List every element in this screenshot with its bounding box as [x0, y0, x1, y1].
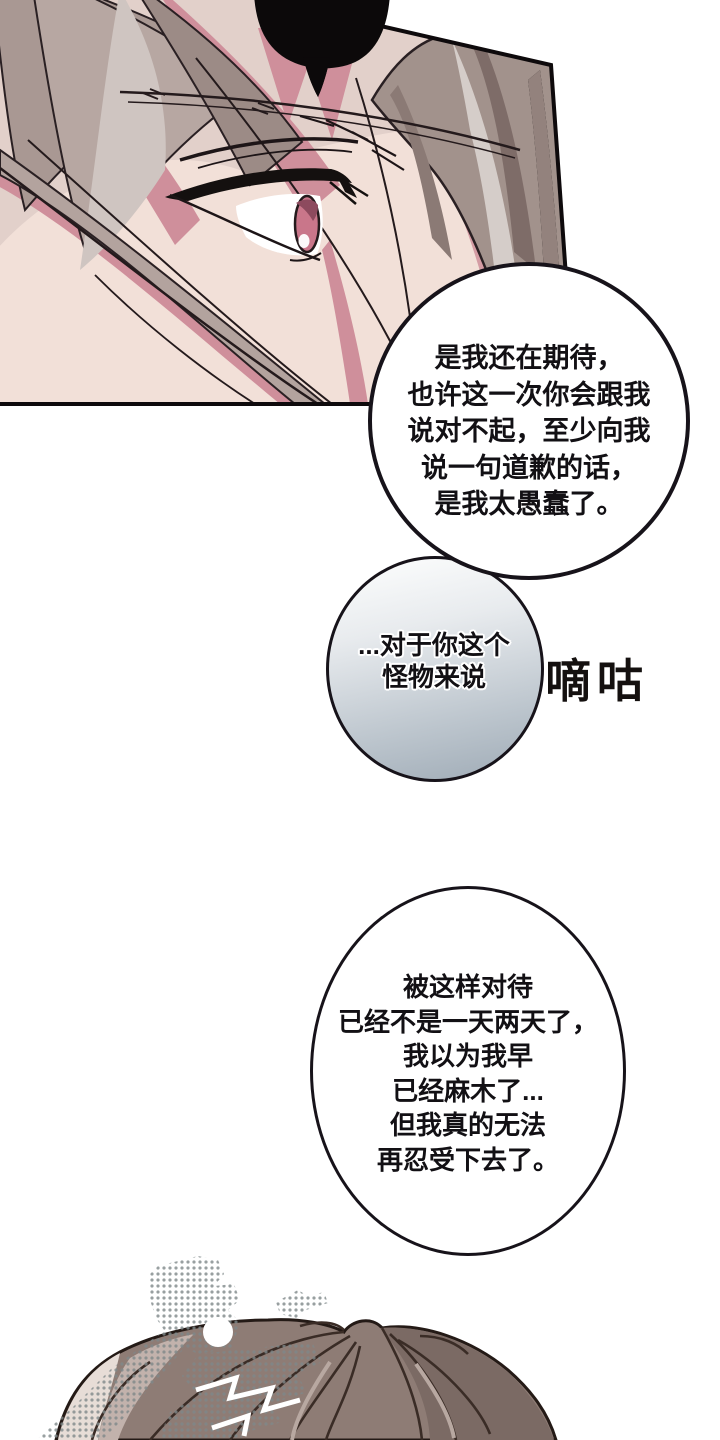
- speech-bubble-3: [310, 886, 626, 1256]
- iris-highlight: [298, 234, 310, 248]
- eye: [165, 168, 369, 262]
- bubble1-text: 是我还在期待， 也许这一次你会跟我 说对不起，至少向我 说一句道歉的话， 是我太…: [407, 343, 651, 519]
- sfx-text: 嘀咕: [545, 655, 649, 707]
- iris-shade: [296, 199, 318, 221]
- black-blob-tail: [303, 57, 330, 97]
- lower-lid-line2: [289, 252, 322, 262]
- doodle-white-zigzag: [195, 1374, 301, 1437]
- lower-lid-line: [169, 193, 321, 262]
- upper-lash: [165, 168, 352, 201]
- bubble3-text: 被这样对待 已经不是一天两天了， 我以为我早 已经麻木了... 但我真的无法 再…: [337, 972, 598, 1175]
- eyebrow: [179, 114, 405, 171]
- black-blob: [254, 0, 390, 97]
- lash-detail: [329, 174, 369, 205]
- speech-bubble-2: [326, 556, 544, 782]
- bottom-artwork: [36, 1256, 558, 1440]
- hair-highlight-lines: [290, 1360, 456, 1440]
- bubble2-text: ...对于你这个 怪物来说: [358, 630, 510, 692]
- doodle-ring-hole: [203, 1317, 233, 1347]
- speech-bubble-1: [368, 262, 690, 580]
